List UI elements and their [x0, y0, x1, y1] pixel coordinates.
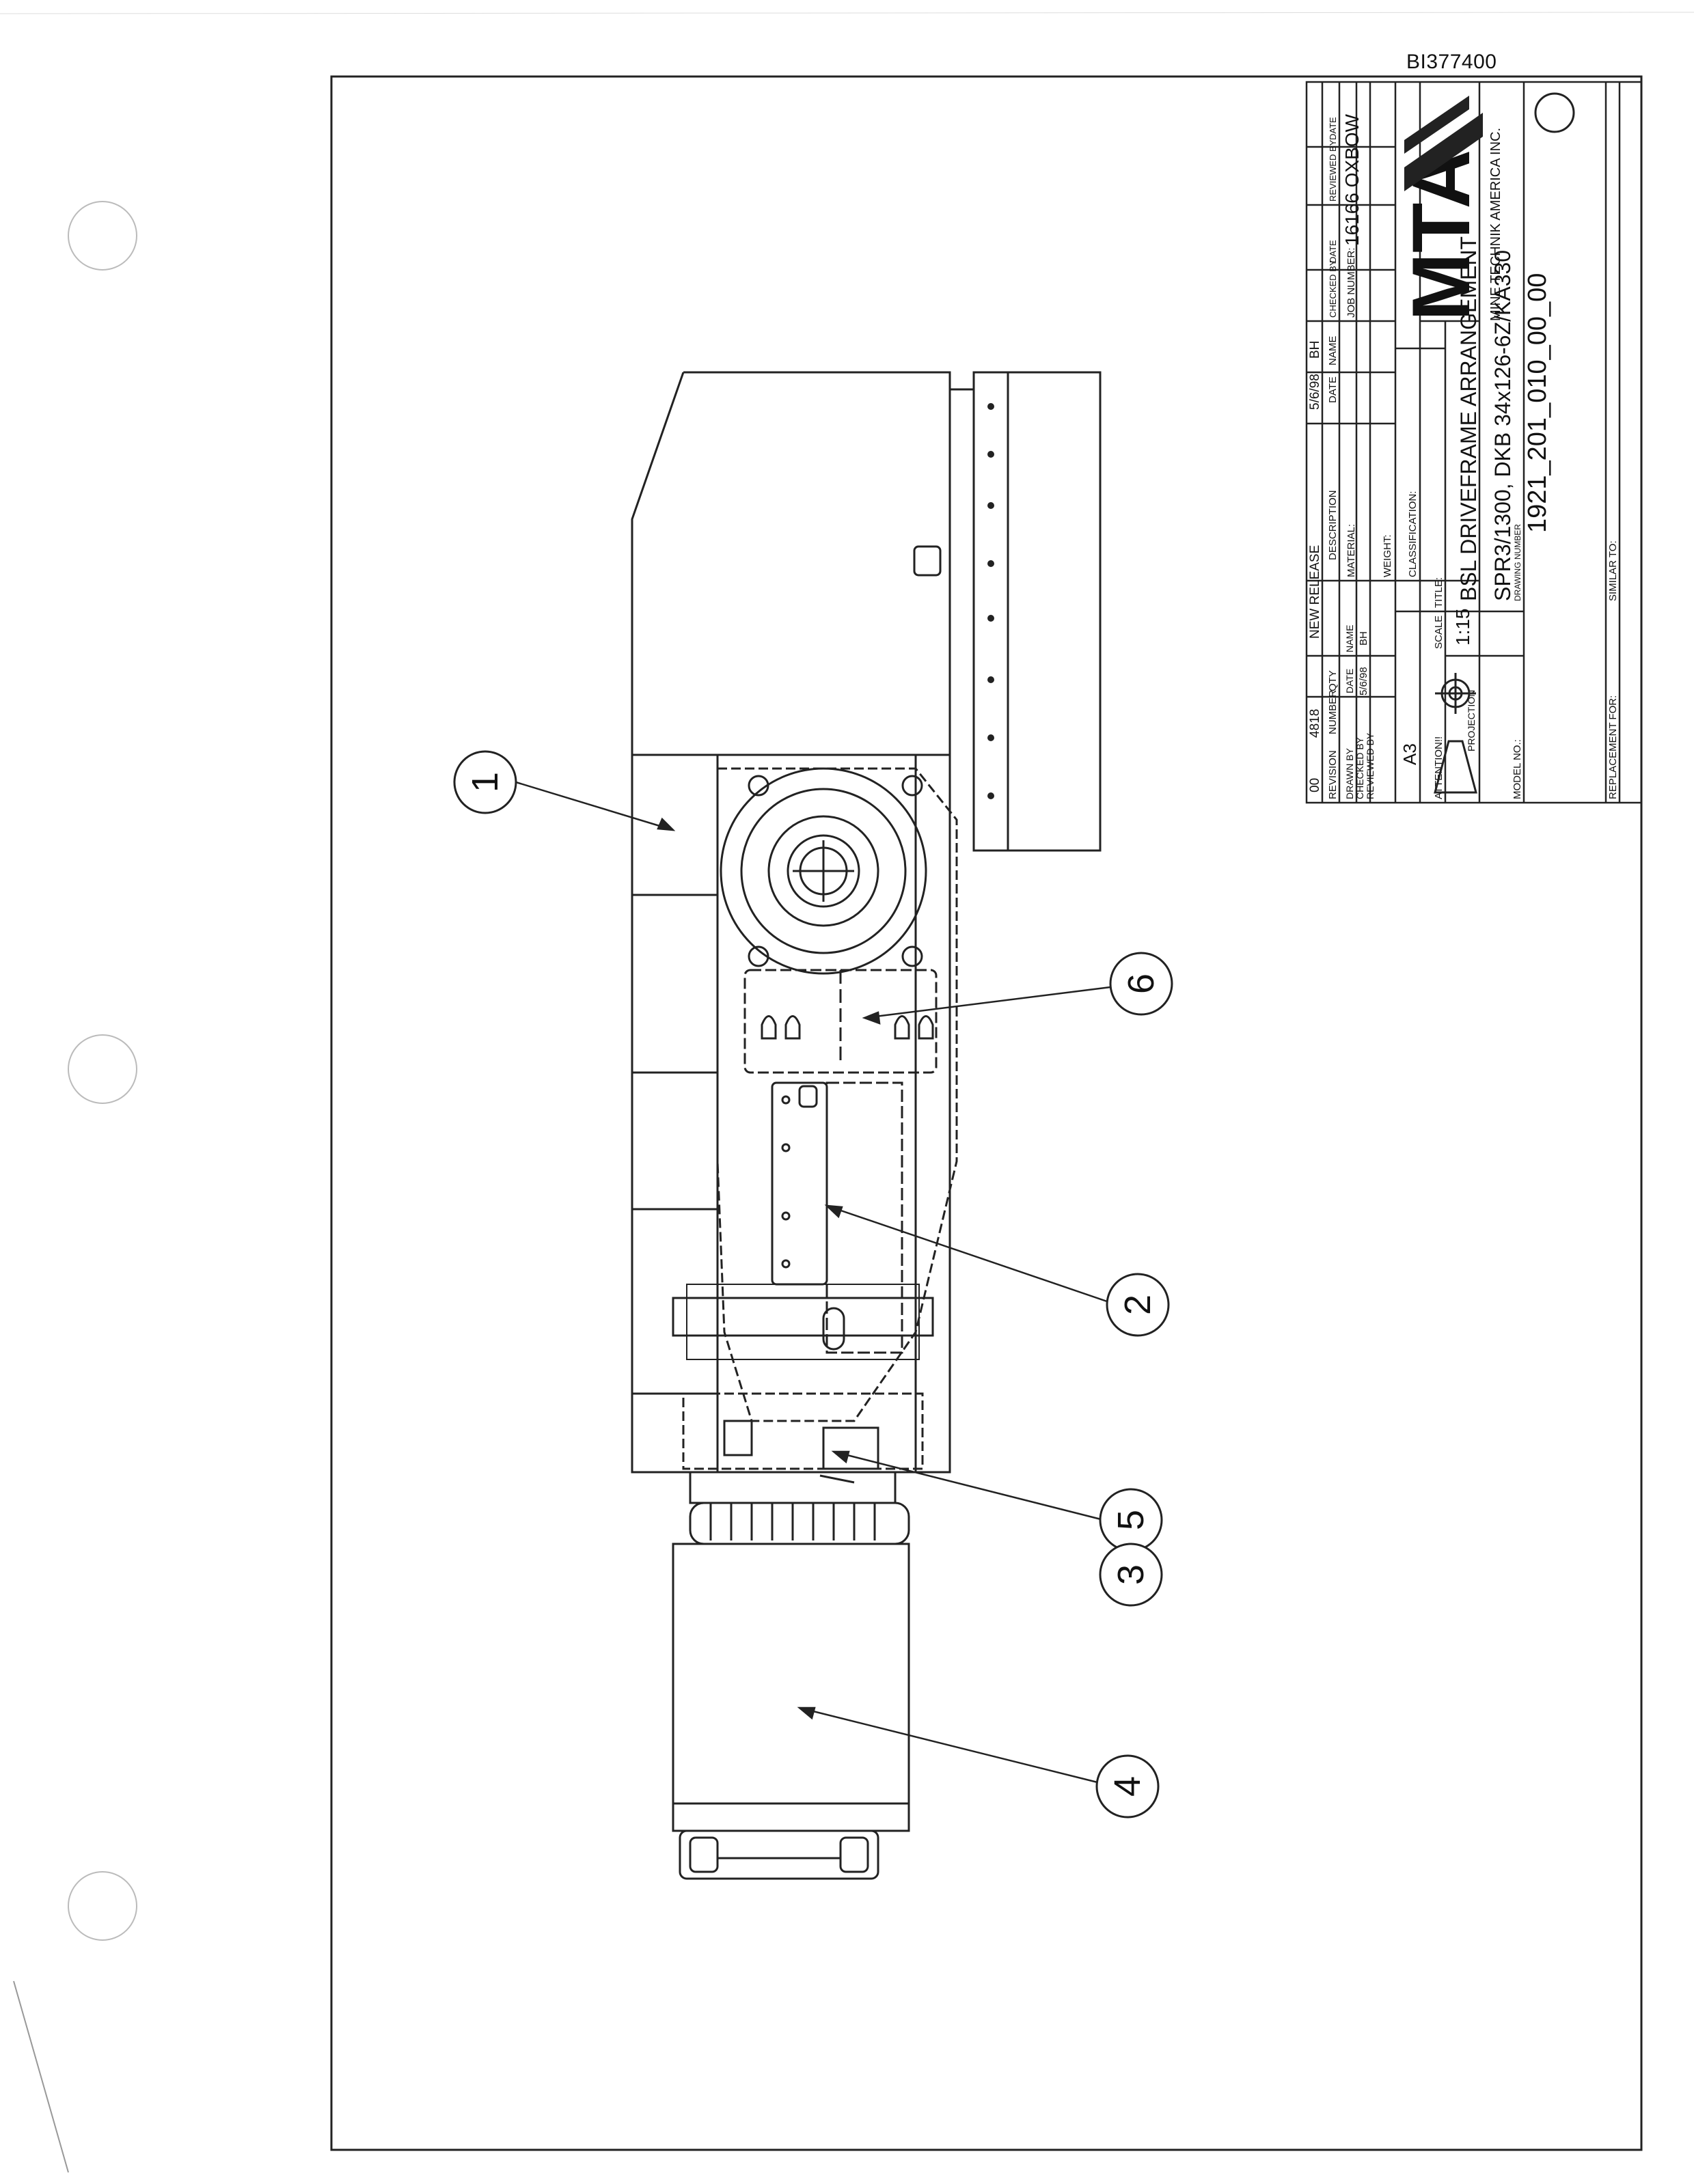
callout-bubbles: [453, 750, 1173, 1819]
title-block: [1305, 81, 1643, 804]
model-label: MODEL NO.:: [1512, 739, 1523, 799]
drawn-by: DRAWN BY: [1344, 747, 1355, 799]
callout-label-5: 5: [1110, 1510, 1151, 1530]
scale-label: SCALE: [1433, 616, 1445, 649]
col-number: NUMBER: [1327, 690, 1339, 734]
dt-value: 5/6/98: [1358, 667, 1369, 695]
col-name: NAME: [1327, 336, 1339, 365]
driveframe-drawing: [631, 371, 1102, 1880]
company-name: MINE TECHNIK AMERICA INC.: [1488, 128, 1503, 321]
title-line-1: BSL DRIVEFRAME ARRANGEMENT: [1456, 236, 1481, 601]
col-revision: REVISION: [1327, 750, 1339, 799]
callout-3: [1099, 1543, 1163, 1607]
weight-label: WEIGHT:: [1382, 535, 1393, 578]
mta-logo: MTA: [1395, 96, 1487, 321]
callout-2: [1106, 1273, 1170, 1337]
callout-leaders: [515, 781, 1111, 1784]
checked-date: DATE: [1328, 240, 1338, 263]
name-value: BH: [1308, 341, 1322, 359]
revision-value: 00: [1308, 778, 1322, 792]
projection-label: PROJECTION: [1466, 690, 1477, 751]
arrowhead: [657, 817, 676, 831]
title-block-circle: [1534, 92, 1575, 133]
callout-4: [1095, 1754, 1160, 1819]
job-number-value: 16166 OXBOW: [1341, 113, 1363, 246]
checked-by-2: CHECKED BY: [1354, 736, 1365, 799]
callout-label-1: 1: [465, 772, 506, 792]
title-label: TITLE:: [1433, 577, 1445, 608]
nm-label: NAME: [1344, 625, 1355, 652]
number-value: 4818: [1308, 709, 1322, 738]
sheet-size: A3: [1399, 743, 1420, 765]
release-note: NEW RELEASE: [1308, 545, 1322, 639]
nm-value: BH: [1358, 631, 1369, 646]
callout-label-4: 4: [1107, 1776, 1148, 1797]
job-number-label: JOB NUMBER:: [1345, 247, 1357, 318]
title-block-text: 00 4818 NEW RELEASE 5/6/98 BH REVISION N…: [1308, 92, 1619, 799]
callout-1: [453, 750, 517, 814]
reviewed-by: REVIEWED BY: [1328, 139, 1338, 202]
similar-label: SIMILAR TO:: [1607, 540, 1619, 601]
col-description: DESCRIPTION: [1327, 490, 1339, 560]
reviewed-by-2: REVIEWED BY: [1365, 732, 1376, 799]
title-line-2: SPR3/1300, DKB 34x126-6Z/KA330: [1490, 250, 1515, 601]
scale-value: 1:15: [1452, 609, 1473, 646]
drawing-border: [330, 75, 1643, 2151]
document-id: BI377400: [1406, 51, 1497, 73]
binder-holes: [68, 201, 137, 1941]
replacement-label: REPLACEMENT FOR:: [1607, 695, 1619, 799]
material-label: MATERIAL:: [1345, 524, 1357, 577]
projection-symbol-icon: [1434, 673, 1477, 794]
date-value: 5/6/98: [1308, 374, 1322, 410]
col-qty: QTY: [1327, 670, 1339, 691]
callout-numbers: 1 6 2 5 3 4: [465, 772, 1162, 1797]
drawing-number-label: DRAWING NUMBER: [1513, 524, 1522, 601]
drawing-number-value: 1921_201_010_00_00: [1523, 273, 1552, 533]
col-date: DATE: [1327, 376, 1339, 403]
callout-label-3: 3: [1110, 1564, 1151, 1585]
dt-label: DATE: [1344, 669, 1355, 693]
attention-label: ATTENTION!!: [1433, 736, 1445, 799]
callout-label-2: 2: [1117, 1295, 1158, 1315]
callout-6: [1109, 952, 1173, 1016]
checked-by: CHECKED BY: [1328, 260, 1338, 318]
reviewed-date: DATE: [1328, 117, 1338, 140]
callout-label-6: 6: [1121, 973, 1162, 994]
classification-label: CLASSIFICATION:: [1407, 491, 1419, 577]
